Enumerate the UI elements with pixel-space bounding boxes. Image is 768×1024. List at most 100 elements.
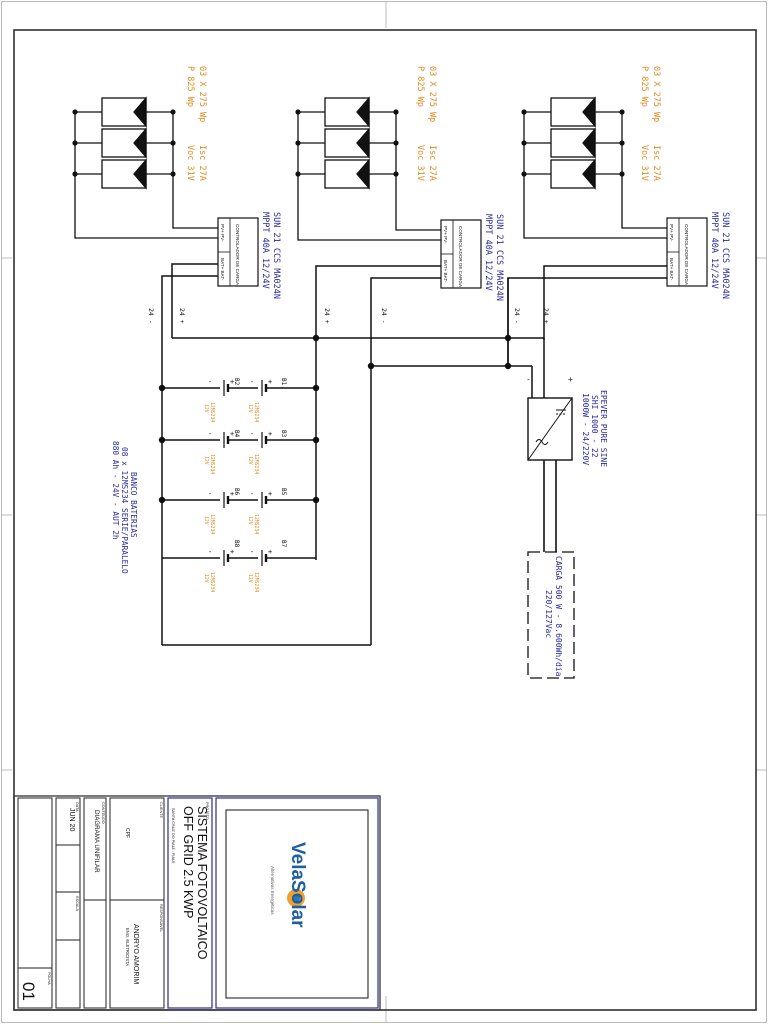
battery-rungs [162, 387, 316, 559]
title-block: VelaSolar Alternativas Energéticas PROJE… [13, 795, 381, 1011]
battery-b8 [220, 550, 230, 566]
logo-name: VelaSolar [287, 842, 308, 928]
panel-power-label: P 825 Wp [639, 66, 649, 107]
svg-text:+: + [230, 490, 234, 498]
svg-text:-: - [208, 548, 212, 556]
panel-power-label: P 825 Wp [415, 66, 425, 107]
logo-subtitle: Alternativas Energéticas [270, 866, 275, 915]
panel-voc-label: Voc 31V [639, 145, 649, 181]
date-value: JUN 20 [68, 808, 75, 831]
battery-volt: 12V [203, 516, 209, 525]
svg-text:-: - [250, 430, 254, 438]
svg-text:+: + [268, 548, 272, 556]
battery-model: 12MS234 [253, 514, 259, 534]
svg-text:+: + [230, 378, 234, 386]
controller-pv-label: PV+ PV- [220, 224, 225, 242]
controller-spec-label: MPPT 40A 12/24V [709, 212, 719, 289]
battery-model: 12MS234 [209, 572, 215, 592]
date-label: DATA [75, 802, 79, 812]
battery-id: B2 [233, 378, 240, 386]
sheet-number: 01 [19, 982, 38, 1001]
sheet-label: FOLHA [47, 972, 51, 985]
content-label: CONTEÚDO [101, 802, 106, 824]
svg-text:+: + [230, 548, 234, 556]
battery-b5 [258, 492, 268, 508]
panel-qty-label: 03 X 275 Wp [427, 66, 437, 122]
controller-model-label: SUN 21 CCS MA024N [271, 212, 281, 299]
panel-group-1 [74, 96, 218, 239]
panel-isc-label: Isc 27A [651, 145, 661, 181]
responsible-name: ANDRYO AMORIM [132, 924, 139, 984]
battery-b3 [258, 432, 268, 448]
panel-qty-label: 03 X 275 Wp [651, 66, 661, 122]
battery-id: B4 [233, 430, 240, 438]
controller-spec-label: MPPT 40A 12/24V [483, 214, 493, 291]
battery-bank-line2: 880 Ah - 24V - AUT 2h [111, 441, 120, 540]
panel-junctions [72, 109, 625, 177]
svg-text:-: - [208, 378, 212, 386]
bus-neg-label: 24 - [147, 308, 155, 324]
battery-bank-title: BANCO BATERIAS [129, 472, 138, 538]
load-box: CARGA 500 W - 8.600Wh/dia 220/127Vac [527, 551, 575, 679]
svg-text:-: - [208, 490, 212, 498]
svg-text:-: - [250, 490, 254, 498]
project-line1: SISTEMA FOTOVOLTAICO [195, 806, 209, 960]
charge-controller-3: CONTROLADOR DE CARGA PV+ PV- BAT+ BAT- S… [666, 212, 730, 299]
bus-neg-label: 24 - [513, 308, 521, 324]
bus-labels: 24 - 24 + 24 + 24 - 24 - 24 + [147, 308, 550, 324]
battery-id: B6 [233, 488, 240, 496]
panel-group-2 [297, 96, 441, 241]
vela-solar-logo: VelaSolar Alternativas Energéticas [270, 842, 308, 928]
battery-model: 12MS234 [209, 454, 215, 474]
charge-controller-2: CONTROLADOR DE CARGA PV+ PV- BAT+ BAT- S… [440, 214, 504, 301]
battery-b2 [220, 380, 230, 396]
content-value: DIAGRAMA UNIFILAR [93, 810, 100, 873]
controller-bat-label: BAT+ BAT- [669, 258, 674, 281]
controller-spec-label: MPPT 40A 12/24V [260, 212, 270, 289]
battery-symbols [220, 380, 268, 566]
svg-text:-: - [250, 548, 254, 556]
battery-b1 [258, 380, 268, 396]
panel-isc-label: Isc 27A [197, 145, 207, 181]
controller-box-label: CONTROLADOR DE CARGA [684, 224, 689, 286]
bus-pos-label: 24 + [542, 308, 550, 324]
controller-bat-label: BAT+ BAT- [443, 260, 448, 283]
controller-pv-label: PV+ PV- [443, 226, 448, 244]
svg-text:+: + [268, 490, 272, 498]
controller-box-label: CONTROLADOR DE CARGA [235, 224, 240, 286]
battery-b7 [258, 550, 268, 566]
battery-bank-caption: BANCO BATERIAS 08 x 12MS234 SERIE/PARALE… [111, 441, 138, 574]
battery-b6 [220, 492, 230, 508]
battery-volt: 12V [247, 516, 253, 525]
battery-model: 12MS234 [253, 454, 259, 474]
svg-text:-: - [250, 378, 254, 386]
project-label: PROJETO [205, 802, 209, 820]
battery-bank-line1: 08 x 12MS234 SERIE/PARALELO [120, 447, 129, 574]
battery-volt: 12V [247, 404, 253, 413]
responsible-label: RESPONSÁVEL [159, 904, 163, 932]
battery-volt: 12V [247, 574, 253, 583]
battery-volt: 12V [203, 456, 209, 465]
controller-bat-label: BAT+ BAT- [220, 258, 225, 281]
controller-model-label: SUN 21 CCS MA024N [494, 214, 504, 301]
panel-label-group-2: 03 X 275 Wp P 825 Wp Isc 27A Voc 31V [415, 66, 437, 181]
battery-volt: 12V [203, 574, 209, 583]
bus-neg-label: 24 - [380, 308, 388, 324]
battery-polarity: +- +- +- +- +- +- +- +- [208, 378, 272, 556]
battery-id: B1 [280, 378, 287, 386]
battery-model: 12MS234 [253, 402, 259, 422]
battery-id: B7 [280, 540, 287, 548]
battery-id: B8 [233, 540, 240, 548]
inverter-name: EPEVER PURE SINE [599, 390, 608, 467]
svg-text:+: + [230, 430, 234, 438]
panel-label-group-3: 03 X 275 Wp P 825 Wp Isc 27A Voc 31V [639, 66, 661, 181]
project-line2: OFF GRID 2.5 KWP [181, 806, 195, 919]
inverter-plus: + [568, 375, 573, 384]
svg-text:+: + [268, 430, 272, 438]
load-line2: 220/127Vac [544, 590, 553, 638]
inverter-minus: - [526, 375, 531, 384]
panel-voc-label: Voc 31V [415, 145, 425, 181]
battery-model: 12MS234 [209, 514, 215, 534]
